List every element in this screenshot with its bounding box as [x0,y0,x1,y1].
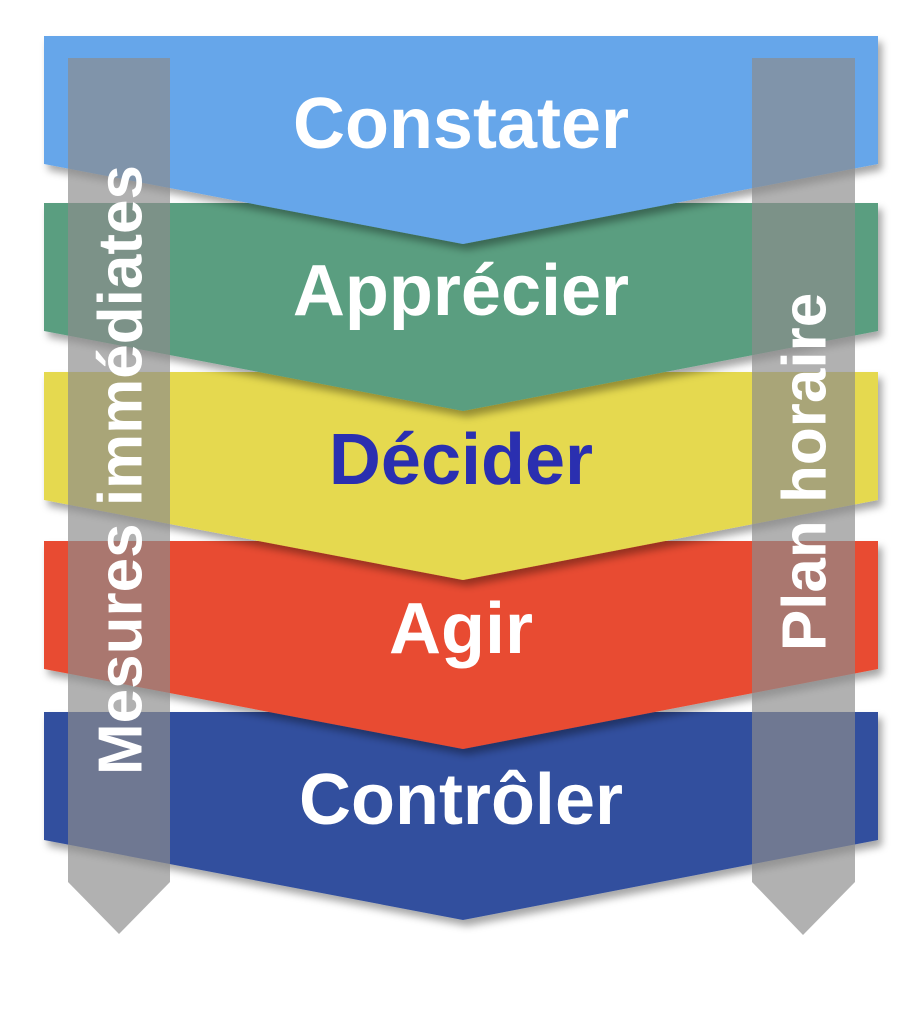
step-band-apprecier: Apprécier [44,203,878,411]
step-band-controler: Contrôler [44,712,878,920]
step-band-agir: Agir [44,541,878,749]
step-label: Agir [389,589,533,669]
step-label: Constater [293,84,629,164]
step-label: Apprécier [293,251,629,331]
step-chevron [44,36,878,244]
step-chevron [44,712,878,920]
step-label: Contrôler [299,760,623,840]
left-arrow-mesures-immediates: Mesures immédiates [68,58,170,934]
step-band-constater: Constater [44,36,878,244]
right-arrow-plan-horaire: Plan horaire [752,58,855,935]
step-band-decider: Décider [44,372,878,580]
step-label: Décider [329,420,593,500]
step-chevron [44,203,878,411]
left-arrow-label: Mesures immédiates [87,165,156,775]
step-chevron [44,541,878,749]
right-arrow-label: Plan horaire [771,293,840,651]
step-chevron [44,372,878,580]
